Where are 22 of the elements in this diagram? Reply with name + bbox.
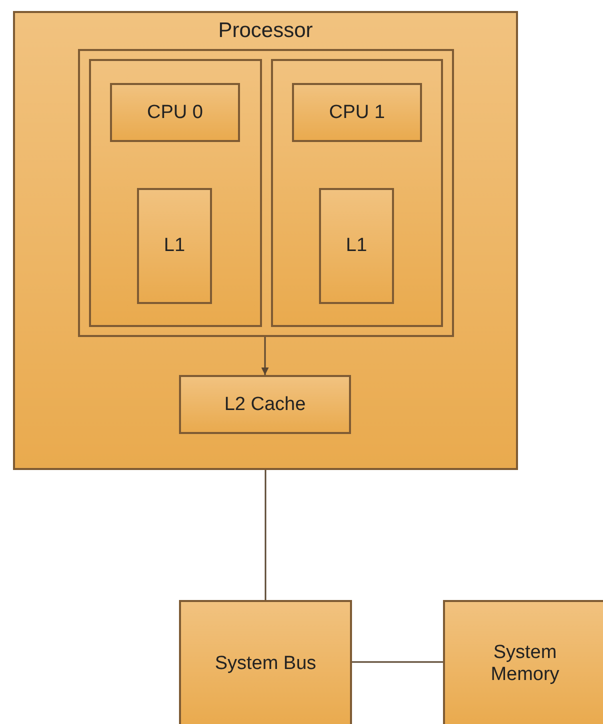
core-group-box (78, 49, 454, 337)
connector-line (264, 470, 266, 600)
component-box (179, 375, 351, 434)
arrow (261, 337, 269, 375)
component-box (137, 188, 212, 304)
box-label: CPU 1 (329, 102, 385, 124)
core-box (271, 59, 443, 327)
core-box (89, 59, 262, 327)
component-box (443, 600, 603, 724)
box-label: CPU 0 (147, 102, 203, 124)
box-label: L1 (164, 235, 186, 257)
processor-box (13, 11, 518, 470)
component-box (179, 600, 352, 724)
box-label: System Bus (214, 653, 316, 675)
box-heading: Processor (217, 19, 314, 43)
box-label: L1 (346, 235, 368, 257)
box-label: L2 Cache (224, 394, 306, 416)
component-box (292, 83, 422, 142)
component-box (110, 83, 240, 142)
connector-line (352, 661, 443, 663)
component-box (319, 188, 394, 304)
box-label: System Memory (490, 642, 560, 686)
